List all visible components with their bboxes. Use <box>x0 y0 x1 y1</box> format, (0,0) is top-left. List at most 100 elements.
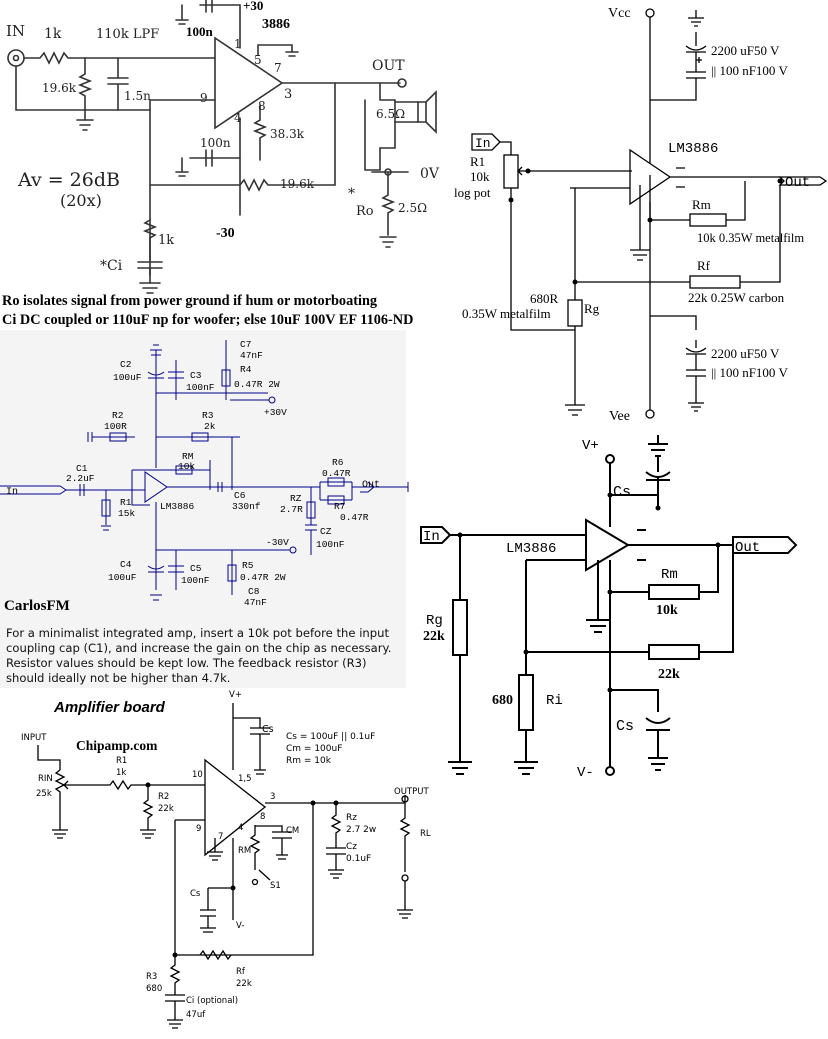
hand-pin9: 9 <box>200 91 208 105</box>
rb-csbot-label: Cs <box>616 718 634 735</box>
rt-r1val-label: 10k <box>470 169 490 184</box>
rt-out-label: Out <box>785 175 810 191</box>
chipamp-pin8: 8 <box>260 812 265 822</box>
hand-ro-label: Ro <box>356 204 374 219</box>
input-jack-icon <box>7 49 25 67</box>
hand-gain-x-label: (20x) <box>60 191 102 210</box>
rt-rgtype-label: 0.35W metalfilm <box>462 306 551 321</box>
rb-rm-label: Rm <box>661 567 678 583</box>
rt-in-label: In <box>475 136 491 151</box>
hand-vpos-label: +30 <box>243 0 263 13</box>
hand-pin4: 4 <box>234 111 242 125</box>
carlos-r3-val: 2k <box>204 421 216 432</box>
carlos-out: Out <box>362 480 380 491</box>
hand-lpf-label: 110k LPF <box>96 27 159 42</box>
speaker-icon <box>417 90 437 134</box>
chipamp-pin15: 1,5 <box>238 774 252 784</box>
carlos-c4: C4 <box>120 559 132 570</box>
carlosfm-note: For a minimalist integrated amp, insert … <box>6 626 392 685</box>
hand-cbot-label: 100n <box>200 136 231 150</box>
hand-pin8: 8 <box>258 99 266 113</box>
chipamp-schematic: Amplifier board Chipamp.com <box>21 690 431 1029</box>
hand-ro-star: * <box>348 186 355 202</box>
chipamp-rf: Rf <box>236 967 246 977</box>
carlos-vneg: -30V <box>266 537 289 548</box>
hand-pin7: 7 <box>274 61 282 75</box>
chipamp-rfval: 22k <box>236 979 252 989</box>
chipamp-ci: Ci (optional) <box>186 996 238 1006</box>
feedback-resistor <box>149 178 291 192</box>
rt-captop-label: 2200 uF50 V <box>711 43 780 58</box>
carlos-cz: CZ <box>320 526 332 537</box>
hand-pin5: 5 <box>254 53 262 67</box>
chipamp-opamp <box>204 758 267 857</box>
carlos-c6: C6 <box>234 490 246 501</box>
carlos-c5: C5 <box>190 563 202 574</box>
hand-pin1: 1 <box>234 37 242 51</box>
carlos-c2: C2 <box>120 359 132 370</box>
chipamp-rin: RIN <box>38 774 53 784</box>
rt-rg-label: Rg <box>584 301 600 316</box>
carlos-c8: C8 <box>248 586 260 597</box>
mute-resistor <box>252 104 268 161</box>
carlos-rz: RZ <box>290 493 302 504</box>
right-top-schematic: Vcc 2200 uF50 V || 100 nF100 V In R1 10k… <box>454 6 828 424</box>
chipamp-input: INPUT <box>21 733 47 743</box>
chipamp-rz: Rz <box>346 813 357 823</box>
chipamp-rinval: 25k <box>36 789 52 799</box>
rt-vcc-label: Vcc <box>608 6 631 21</box>
rt-rmval-label: 10k 0.35W metalfilm <box>697 231 804 245</box>
hand-in-label: IN <box>6 22 25 40</box>
rt-capbot2-label: || 100 nF100 V <box>711 365 788 380</box>
rt-rf-label: Rf <box>697 258 711 273</box>
rb-rgval-label: 22k <box>423 629 445 644</box>
carlos-c1-val: 2.2uF <box>66 473 95 484</box>
carlos-rm: RM <box>182 451 194 462</box>
chipamp-spec1: Cs = 100uF || 0.1uF <box>286 732 375 742</box>
chipamp-czval: 0.1uF <box>346 854 371 864</box>
rb-rmval-label: 10k <box>656 603 678 618</box>
rt-captop2-label: || 100 nF100 V <box>711 63 788 78</box>
chipamp-s1: S1 <box>270 881 281 891</box>
hand-speaker-label: 6.5Ω <box>376 107 405 121</box>
carlos-r1: R1 <box>120 497 132 508</box>
chipamp-r3val: 680 <box>146 984 162 994</box>
rt-r1type-label: log pot <box>454 185 491 200</box>
hand-gain-label: Av = 26dB <box>17 169 120 191</box>
hand-0v-label: 0V <box>420 166 440 182</box>
carlos-r3: R3 <box>202 410 214 421</box>
carlos-r5: R5 <box>242 560 254 571</box>
carlos-c3-val: 100nF <box>186 382 215 393</box>
rb-rg-label: Rg <box>426 613 443 629</box>
hand-out-label: OUT <box>372 58 405 74</box>
chipamp-r1val: 1k <box>116 768 126 778</box>
carlos-r6: R6 <box>332 457 344 468</box>
carlos-c7-val: 47nF <box>240 350 263 361</box>
hand-clpf-label: 1.5n <box>124 89 151 103</box>
hand-rmute-label: 38.3k <box>270 127 305 141</box>
hand-vneg-label: -30 <box>216 226 235 241</box>
rb-chip-label: LM3886 <box>506 541 556 557</box>
caption-line-2: Ci DC coupled or 110uF np for woofer; el… <box>2 312 414 328</box>
carlos-c2-val: 100uF <box>113 372 142 383</box>
chipamp-output: OUTPUT <box>394 787 429 797</box>
carlos-c8-val: 47nF <box>244 597 267 608</box>
chipamp-rl: RL <box>420 829 431 839</box>
rt-vee-label: Vee <box>609 409 630 424</box>
chipamp-r3: R3 <box>146 972 157 982</box>
rb-rfval-label: 22k <box>658 667 680 682</box>
carlos-c1: C1 <box>76 463 88 474</box>
hand-opamp <box>214 36 284 130</box>
hand-pin3: 3 <box>284 87 292 102</box>
carlos-chip: LM3886 <box>160 501 195 512</box>
chipamp-cm: CM <box>286 826 299 836</box>
chipamp-cs: Cs <box>262 724 274 735</box>
hand-chip-label: 3886 <box>262 17 290 32</box>
chipamp-r2: R2 <box>158 792 169 802</box>
rb-ri-label: Ri <box>546 693 563 709</box>
carlos-r1-val: 15k <box>118 508 135 519</box>
chipamp-pin10: 10 <box>192 770 203 780</box>
carlos-r7: R7 <box>334 501 345 512</box>
